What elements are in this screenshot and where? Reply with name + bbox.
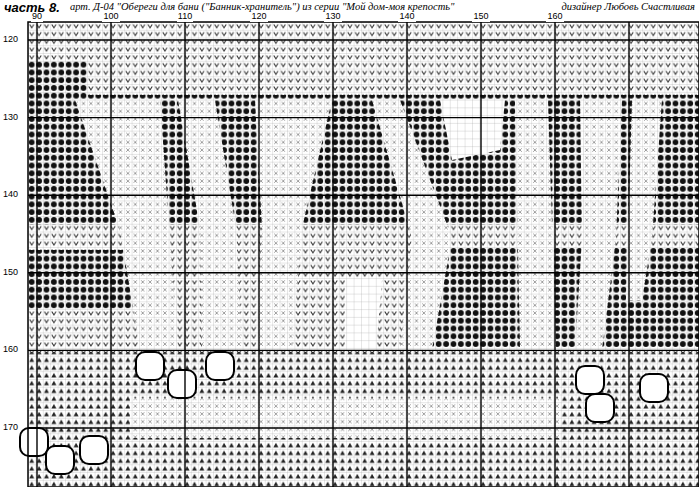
designer-name: дизайнер Любовь Счастливая (561, 1, 695, 13)
column-number: 140 (398, 12, 415, 22)
row-number: 120 (2, 35, 19, 45)
row-number: 130 (2, 113, 19, 123)
column-number: 150 (472, 12, 489, 22)
column-number: 90 (31, 12, 43, 22)
row-number: 140 (2, 190, 19, 200)
column-number: 160 (546, 12, 563, 22)
row-number: 170 (2, 423, 19, 433)
column-number: 130 (324, 12, 341, 22)
row-number: 160 (2, 345, 19, 355)
pattern-title: арт. Д-04 "Обереги для бани ("Банник-хра… (70, 1, 454, 13)
row-number: 150 (2, 268, 19, 278)
column-number: 120 (250, 12, 267, 22)
column-number: 110 (177, 12, 193, 22)
column-number: 100 (102, 12, 119, 22)
